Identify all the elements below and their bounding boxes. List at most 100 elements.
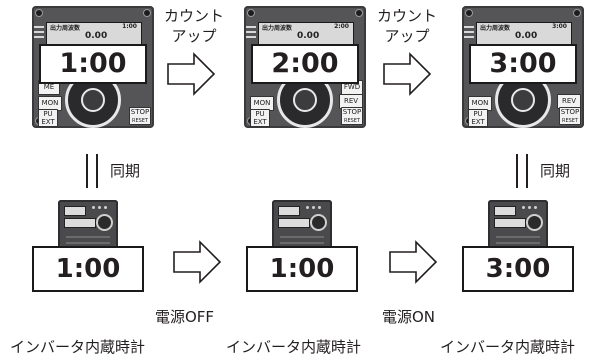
vent-slot	[280, 242, 324, 244]
lcd-value: 0.00	[515, 31, 538, 41]
stop-reset-key: STOP RESET	[341, 107, 363, 125]
inverter-display-strip	[278, 206, 300, 216]
led-dot	[312, 206, 315, 209]
inverter-knob	[310, 214, 327, 231]
power-off-label: 電源OFF	[155, 308, 215, 326]
led-dot	[528, 206, 531, 209]
count-up-line2: アップ	[384, 27, 430, 45]
dial-center	[293, 88, 317, 112]
pu-label: PU	[473, 110, 483, 118]
inverter-knob	[526, 214, 543, 231]
right-arrow-icon	[167, 52, 216, 96]
screw-icon	[355, 9, 363, 17]
screw-icon	[35, 9, 43, 17]
sync-equal-mark	[86, 154, 98, 188]
panel-clock-display: 1:00	[39, 44, 147, 84]
inverter-caption-1: インバータ内蔵時計	[10, 338, 146, 356]
lcd-label: 出力周波数	[262, 25, 293, 32]
screw-icon	[573, 9, 581, 17]
indicator-mark	[246, 36, 256, 38]
inverter-knob	[96, 214, 113, 231]
sync-label-2: 同期	[540, 162, 571, 180]
inverter-clock-display-2: 1:00	[246, 246, 358, 292]
stop-reset-key: STOP RESET	[559, 107, 581, 125]
stop-label: STOP	[130, 108, 150, 116]
panel-clock-display: 2:00	[251, 44, 359, 84]
indicator-mark	[464, 36, 474, 38]
indicator-mark	[464, 26, 474, 28]
led-dot	[98, 206, 101, 209]
stop-label: STOP	[560, 108, 580, 116]
inverter-caption-2: インバータ内蔵時計	[226, 338, 362, 356]
ext-label: EXT	[41, 118, 55, 126]
lcd-time: 2:00	[334, 23, 349, 30]
reset-label: RESET	[343, 118, 361, 124]
reset-label: RESET	[561, 118, 579, 124]
led-dot	[92, 206, 95, 209]
indicator-mark	[34, 36, 44, 38]
inverter-key-row	[64, 218, 96, 228]
lcd-time: 3:00	[552, 23, 567, 30]
pu-label: PU	[43, 110, 53, 118]
lcd-time: 1:00	[122, 23, 137, 30]
indicator-mark	[246, 26, 256, 28]
inverter-display-strip	[64, 206, 86, 216]
inverter-caption-3: インバータ内蔵時計	[440, 338, 576, 356]
lcd-value: 0.00	[85, 31, 108, 41]
vent-slot	[66, 236, 110, 238]
power-on-label: 電源ON	[382, 308, 436, 326]
lcd-screen: 出力周波数 1:00 0.00	[46, 22, 142, 46]
inverter-clock-display-3: 3:00	[462, 246, 574, 292]
sync-equal-mark	[516, 154, 528, 188]
lcd-value: 0.00	[297, 31, 320, 41]
inverter-display-strip	[494, 206, 516, 216]
panel-clock-display: 3:00	[469, 44, 577, 84]
inverter-clock-display-1: 1:00	[32, 246, 144, 292]
right-arrow-icon	[383, 52, 432, 96]
indicator-mark	[246, 31, 256, 33]
lcd-screen: 出力周波数 3:00 0.00	[476, 22, 572, 46]
reset-label: RESET	[131, 118, 149, 124]
led-dot	[104, 206, 107, 209]
led-dot	[522, 206, 525, 209]
vent-slot	[496, 236, 540, 238]
vent-slot	[66, 242, 110, 244]
lcd-label: 出力周波数	[50, 25, 81, 32]
sync-label-1: 同期	[110, 162, 141, 180]
ext-label: EXT	[471, 118, 485, 126]
led-dot	[318, 206, 321, 209]
right-arrow-icon	[389, 240, 438, 284]
inverter-key-row	[278, 218, 310, 228]
screw-icon	[143, 9, 151, 17]
count-up-line2: アップ	[171, 27, 217, 45]
led-dot	[534, 206, 537, 209]
count-up-label-1: カウント アップ	[159, 6, 229, 46]
screw-icon	[465, 9, 473, 17]
ext-label: EXT	[253, 118, 267, 126]
dial-center	[81, 88, 105, 112]
stop-reset-key: STOP RESET	[129, 107, 151, 125]
inverter-key-row	[494, 218, 526, 228]
indicator-mark	[34, 31, 44, 33]
dial-center	[511, 88, 535, 112]
pu-label: PU	[255, 110, 265, 118]
indicator-mark	[34, 26, 44, 28]
lcd-label: 出力周波数	[480, 25, 511, 32]
vent-slot	[496, 242, 540, 244]
count-up-line1: カウント	[163, 7, 224, 25]
vent-slot	[280, 236, 324, 238]
indicator-mark	[464, 31, 474, 33]
stop-label: STOP	[342, 108, 362, 116]
count-up-label-2: カウント アップ	[372, 6, 442, 46]
screw-icon	[247, 9, 255, 17]
led-dot	[306, 206, 309, 209]
right-arrow-icon	[173, 240, 222, 284]
count-up-line1: カウント	[376, 7, 437, 25]
lcd-screen: 出力周波数 2:00 0.00	[258, 22, 354, 46]
